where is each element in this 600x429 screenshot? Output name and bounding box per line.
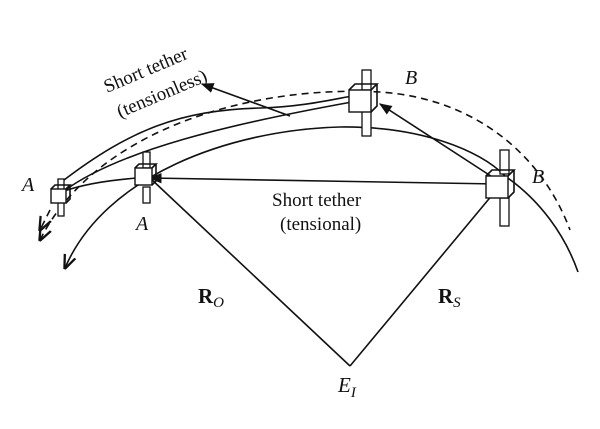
tether-left-to-b xyxy=(63,101,353,192)
label-point-a-left: A xyxy=(20,174,35,196)
label-earth: EI xyxy=(337,373,357,401)
tensionless-pointer xyxy=(200,83,291,117)
vector-rs xyxy=(349,187,499,367)
label-point-b-right: B xyxy=(532,166,544,188)
top-b-arrow xyxy=(378,103,498,181)
label-tensional-line1: Short tether xyxy=(272,190,362,211)
satellite-icon xyxy=(134,151,158,204)
upper-solid-orbit xyxy=(63,95,353,181)
vector-ro xyxy=(149,177,351,367)
satellite-icon xyxy=(348,69,379,137)
tensional-tether xyxy=(148,173,498,185)
label-vector-rs: RS xyxy=(438,284,461,311)
dashed-orbit xyxy=(40,90,571,240)
inner-solid-orbit xyxy=(65,126,506,268)
label-point-a-mid: A xyxy=(134,213,149,235)
right-orbit-segment xyxy=(504,175,579,273)
label-point-b-top: B xyxy=(405,67,417,89)
tether-left-to-a xyxy=(63,177,139,192)
satellite-icon xyxy=(485,149,516,227)
label-tensional-line2: (tensional) xyxy=(280,214,361,235)
label-vector-ro: RO xyxy=(198,284,224,311)
satellite-icon xyxy=(40,178,72,230)
